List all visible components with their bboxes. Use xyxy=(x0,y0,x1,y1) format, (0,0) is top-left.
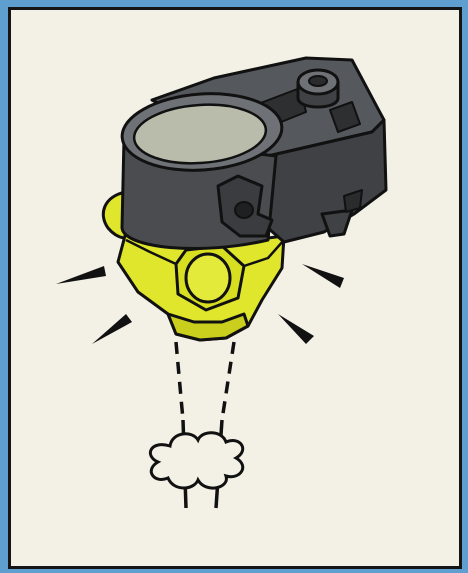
trajectory-right-dashed xyxy=(222,342,234,420)
yellow-bolt-head xyxy=(186,254,230,302)
smoke-puff-icon xyxy=(150,433,242,488)
housing-peg-hole xyxy=(309,76,327,86)
impact-wedge-icon xyxy=(278,314,314,344)
impact-wedge-icon xyxy=(56,266,106,284)
trajectory-left-dashed xyxy=(176,342,183,420)
impact-wedge-icon xyxy=(302,264,344,288)
impact-wedge-icon xyxy=(92,314,132,344)
housing-clip-hole xyxy=(235,202,253,218)
gray-housing xyxy=(120,58,386,249)
